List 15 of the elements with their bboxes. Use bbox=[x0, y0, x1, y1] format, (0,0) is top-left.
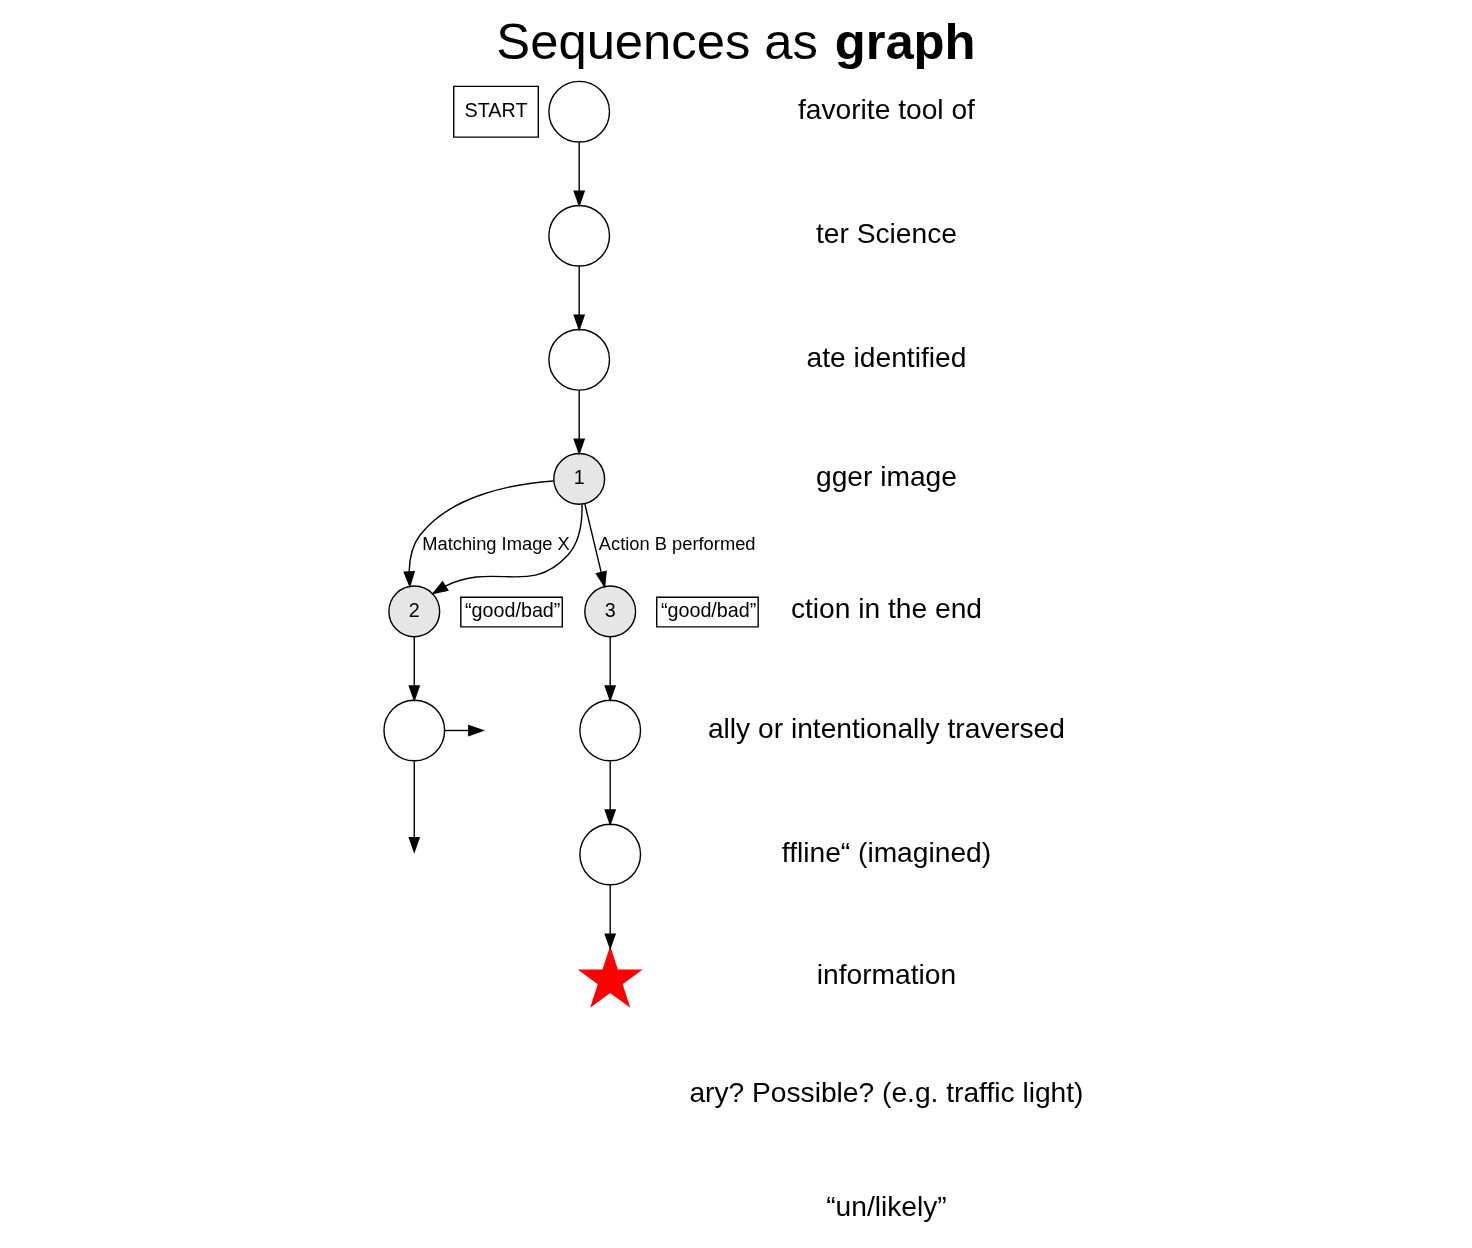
label: ffline“ (imagined) bbox=[781, 835, 992, 868]
label: information bbox=[816, 958, 957, 991]
label: ally or intentionally traversed bbox=[707, 711, 1065, 744]
node-label: “good/bad” bbox=[660, 599, 757, 622]
label: ate identified bbox=[806, 340, 967, 373]
edge-label: Matching Image X bbox=[422, 532, 570, 554]
diagram-title: Sequences as graph bbox=[496, 12, 976, 70]
edge-label: Action B performed bbox=[598, 532, 756, 554]
label: ary? Possible? (e.g. traffic light) bbox=[689, 1075, 1084, 1108]
label: ter Science bbox=[815, 216, 957, 249]
label: gger image bbox=[815, 459, 957, 492]
label: favorite tool of bbox=[797, 92, 975, 125]
label: ction in the end bbox=[790, 592, 983, 625]
node-label: “good/bad” bbox=[465, 599, 561, 622]
label: “un/likely” bbox=[826, 1189, 947, 1222]
